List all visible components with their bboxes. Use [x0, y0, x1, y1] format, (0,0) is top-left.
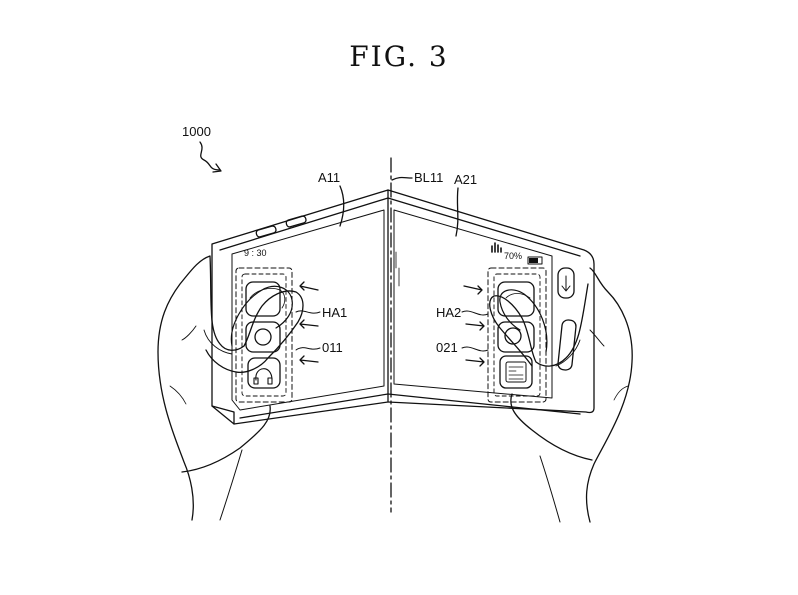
left-hand-outline [157, 255, 304, 521]
label-hold-area-right: HA2 [436, 305, 462, 320]
side-button-2 [285, 215, 307, 228]
arrow-left-2 [299, 319, 319, 329]
app-icon-left-1 [245, 281, 281, 317]
status-battery-percent: 70% [504, 251, 523, 261]
news-icon [505, 361, 527, 383]
app-icon-left-2 [245, 321, 281, 353]
app-icon-right-2 [497, 321, 535, 353]
device-pointer-arrow [199, 141, 221, 171]
app-icon-right-3 [499, 355, 533, 389]
arrow-right-2 [465, 321, 485, 331]
label-hold-area-left: HA1 [322, 305, 348, 320]
label-area-left: A11 [318, 170, 341, 185]
leader-a11 [339, 185, 345, 227]
right-panel-outline [387, 189, 595, 414]
left-thumb [230, 285, 293, 347]
right-hand-outline [489, 267, 633, 523]
label-object-left: 011 [322, 340, 343, 355]
side-button-1 [255, 225, 277, 238]
external-camera [557, 267, 575, 299]
headphones-icon [253, 368, 273, 385]
arrow-right-1 [463, 285, 483, 295]
leader-bl11 [391, 176, 413, 181]
signal-icon [491, 242, 502, 253]
arrow-left-3 [299, 355, 319, 365]
arrow-left-1 [299, 281, 319, 291]
app-icon-left-3 [247, 357, 281, 389]
left-panel-outline [211, 189, 389, 425]
hold-area-left-box [235, 267, 293, 403]
label-area-right: A21 [454, 172, 478, 187]
status-clock: 9 : 30 [244, 248, 267, 258]
figure-title: FIG. 3 [349, 40, 449, 73]
right-thumb [499, 289, 548, 353]
arrow-right-3 [465, 357, 485, 367]
right-screen-border [393, 209, 553, 399]
left-screen-border [231, 209, 385, 411]
label-bending-line: BL11 [414, 170, 444, 185]
battery-icon [527, 256, 543, 265]
app-icon-right-1 [497, 281, 535, 317]
label-object-right: 021 [436, 340, 458, 355]
label-device: 1000 [182, 124, 211, 139]
